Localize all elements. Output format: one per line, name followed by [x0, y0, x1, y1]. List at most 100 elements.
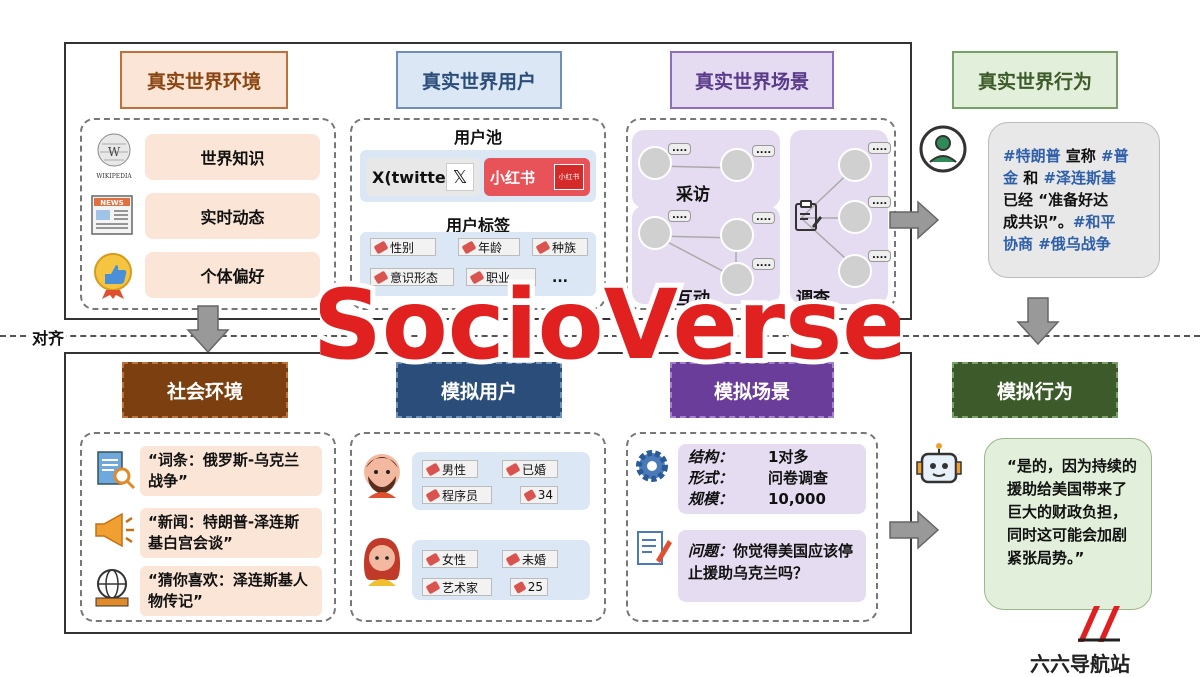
scene-interact-label: 互动 [676, 289, 710, 309]
speech-bubble: .... [668, 210, 692, 222]
tag-icon [425, 462, 441, 476]
scene-interview-label: 采访 [676, 185, 710, 205]
male-avatar-icon [360, 450, 404, 500]
gear-icon [632, 446, 672, 486]
sim-tag: 艺术家 [422, 578, 492, 596]
config-label: 形式： [688, 469, 734, 487]
title-text: SocioVerse [320, 269, 900, 378]
env-item-realtime: 实时动态 [145, 193, 320, 239]
tag-label: 25 [527, 580, 543, 594]
config-row: 结构： 1对多 [688, 447, 856, 468]
align-label: 对齐 [30, 325, 67, 349]
tag-icon [425, 580, 441, 594]
tag-occupation: 职业 [466, 268, 536, 286]
x-logo-icon: 𝕏 [446, 163, 474, 191]
watermark-logo-icon [1074, 602, 1124, 646]
config-row: 规模： 10,000 [688, 489, 856, 510]
person-icon [720, 148, 754, 182]
tag-icon [505, 552, 521, 566]
person-icon [638, 216, 672, 250]
arrow-down-icon [186, 304, 230, 354]
hashtag: #特朗普 [1003, 147, 1061, 165]
tag-label: 程序员 [442, 488, 479, 503]
speech-bubble: .... [868, 250, 892, 262]
person-icon [838, 148, 872, 182]
config-label: 规模： [688, 490, 734, 508]
search-doc-icon [94, 448, 136, 490]
user-avatar-icon [918, 124, 968, 174]
svg-text:W: W [108, 145, 121, 159]
tag-label: 未婚 [522, 552, 547, 567]
x-platform-label: X(twitte [372, 167, 446, 187]
clipboard-icon [792, 200, 824, 234]
config-label: 结构： [688, 448, 734, 466]
header-real-users: 真实世界用户 [396, 51, 562, 109]
tag-label: 职业 [486, 270, 511, 285]
svg-text:NEWS: NEWS [100, 199, 123, 207]
config-value: 10,000 [768, 490, 826, 508]
tag-icon [535, 240, 551, 254]
speech-bubble: .... [868, 196, 892, 208]
tag-label: 男性 [442, 462, 467, 477]
socioverse-title: SocioVerse [308, 258, 913, 386]
speech-bubble: .... [668, 143, 692, 155]
social-env-entry: “新闻：特朗普-泽连斯基白宫会谈” [140, 508, 322, 558]
speech-bubble: .... [868, 142, 892, 154]
config-value: 问卷调查 [768, 469, 829, 487]
tag-icon [461, 240, 477, 254]
newspaper-icon: NEWS [90, 192, 136, 238]
tag-icon [513, 580, 527, 594]
scene-network-lines [655, 165, 857, 279]
post-text: 和 [1018, 169, 1044, 187]
tag-age: 年龄 [458, 238, 520, 256]
sim-scene-config: 结构： 1对多 形式： 问卷调查 规模： 10,000 [678, 444, 866, 514]
tag-icon [523, 488, 537, 502]
social-env-entry: “猜你喜欢：泽连斯基人物传记” [140, 566, 322, 616]
wikipedia-icon: W WIKIPEDIA [88, 130, 140, 182]
arrow-right-icon [888, 200, 940, 240]
globe-web-icon [92, 566, 136, 610]
tag-icon [425, 552, 441, 566]
arrow-right-icon [888, 510, 940, 550]
sim-scenes-box [626, 432, 878, 622]
header-real-behavior: 真实世界行为 [952, 51, 1118, 109]
config-row: 形式： 问卷调查 [688, 468, 856, 489]
config-value: 1对多 [768, 448, 809, 466]
post-line-1: #特朗普 宣称 #普 [1003, 145, 1147, 167]
speech-bubble: .... [752, 145, 776, 157]
arrow-down-icon [1016, 296, 1060, 346]
social-env-entry: “词条：俄罗斯-乌克兰战争” [140, 446, 322, 496]
header-sim-users: 模拟用户 [396, 362, 562, 418]
sim-tag: 已婚 [502, 460, 558, 478]
x-platform-card: X(twitte 𝕏 [366, 158, 480, 196]
sim-tag: 程序员 [422, 486, 492, 504]
tag-label: 年龄 [478, 240, 503, 255]
sim-tag: 未婚 [502, 550, 558, 568]
person-icon [838, 254, 872, 288]
tag-label: 性别 [390, 240, 415, 255]
tag-label: 女性 [442, 552, 467, 567]
speech-bubble: .... [752, 258, 776, 270]
tag-label: 种族 [552, 240, 577, 255]
female-avatar-icon [360, 534, 404, 586]
tag-icon [373, 240, 389, 254]
header-sim-behavior: 模拟行为 [952, 362, 1118, 418]
xiaohongshu-logo-icon: 小红书 [554, 164, 584, 190]
hashtag: #泽连斯基 [1043, 169, 1117, 187]
env-item-world-knowledge: 世界知识 [145, 134, 320, 180]
post-line-2: 金 和 #泽连斯基 [1003, 167, 1147, 189]
tag-icon [505, 462, 521, 476]
sim-tag: 34 [520, 486, 558, 504]
user-pool-title: 用户池 [453, 128, 502, 147]
header-social-env: 社会环境 [122, 362, 288, 418]
tag-label: 34 [537, 488, 553, 502]
sim-tag: 女性 [422, 550, 478, 568]
header-real-env: 真实世界环境 [120, 51, 288, 109]
person-icon [838, 200, 872, 234]
hashtag: #普 [1101, 147, 1129, 165]
post-text: 宣称 [1060, 147, 1102, 165]
thumbs-up-medal-icon [88, 250, 138, 300]
hashtag: 金 [1003, 169, 1019, 187]
header-real-scenes: 真实世界场景 [670, 51, 834, 109]
questionnaire-icon [634, 526, 674, 570]
